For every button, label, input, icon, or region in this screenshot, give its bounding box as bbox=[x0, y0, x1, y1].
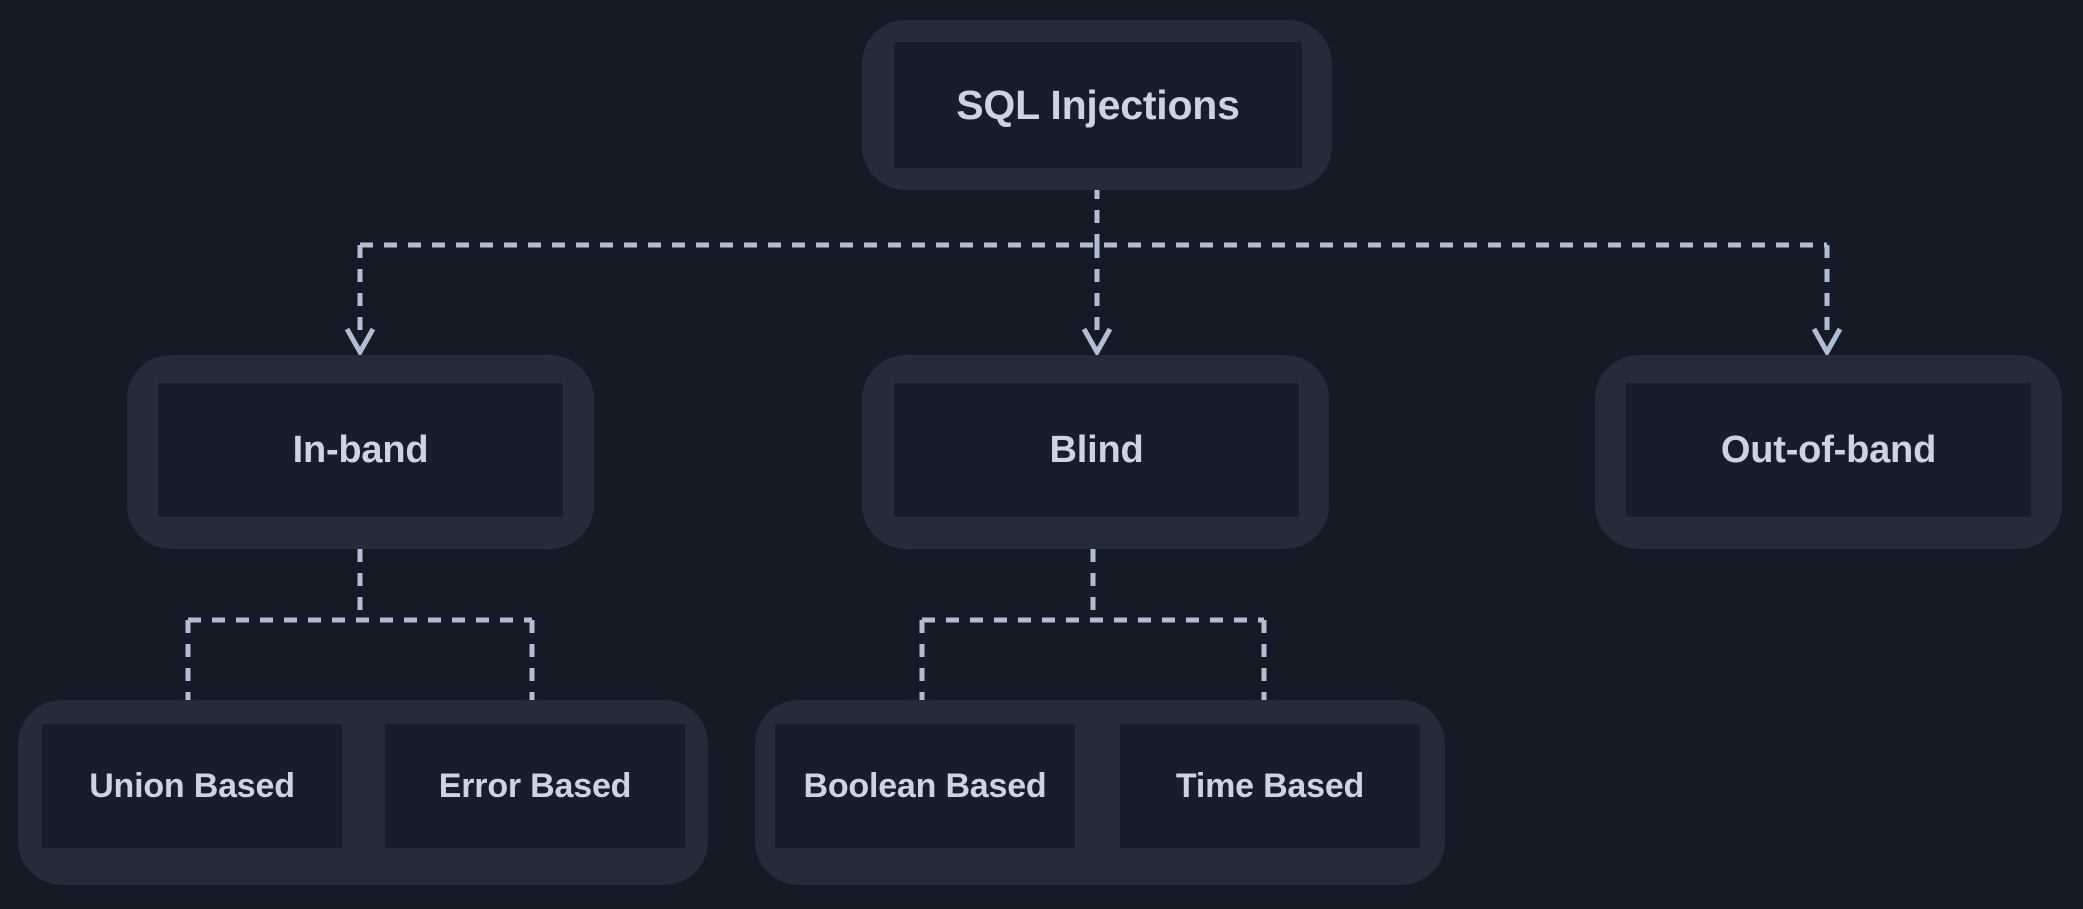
node-out-of-band[interactable]: Out-of-band bbox=[1626, 383, 2031, 517]
node-time-based[interactable]: Time Based bbox=[1120, 724, 1420, 848]
node-label-sql-injections: SQL Injections bbox=[956, 81, 1240, 128]
node-union-based[interactable]: Union Based bbox=[42, 724, 342, 848]
arrowhead-blind bbox=[1081, 327, 1113, 358]
node-sql-injections[interactable]: SQL Injections bbox=[894, 42, 1302, 168]
node-label-blind: Blind bbox=[1049, 429, 1144, 471]
node-label-union-based: Union Based bbox=[89, 767, 295, 805]
node-label-boolean-based: Boolean Based bbox=[803, 767, 1047, 805]
node-error-based[interactable]: Error Based bbox=[385, 724, 685, 848]
arrowhead-in-band bbox=[344, 327, 376, 358]
node-label-error-based: Error Based bbox=[438, 767, 632, 805]
node-label-time-based: Time Based bbox=[1175, 767, 1365, 805]
node-blind[interactable]: Blind bbox=[894, 383, 1299, 517]
node-boolean-based[interactable]: Boolean Based bbox=[775, 724, 1075, 848]
node-label-in-band: In-band bbox=[292, 429, 429, 471]
node-label-out-of-band: Out-of-band bbox=[1720, 429, 1937, 471]
arrowhead-out-of-band bbox=[1811, 327, 1843, 358]
node-in-band[interactable]: In-band bbox=[158, 383, 563, 517]
